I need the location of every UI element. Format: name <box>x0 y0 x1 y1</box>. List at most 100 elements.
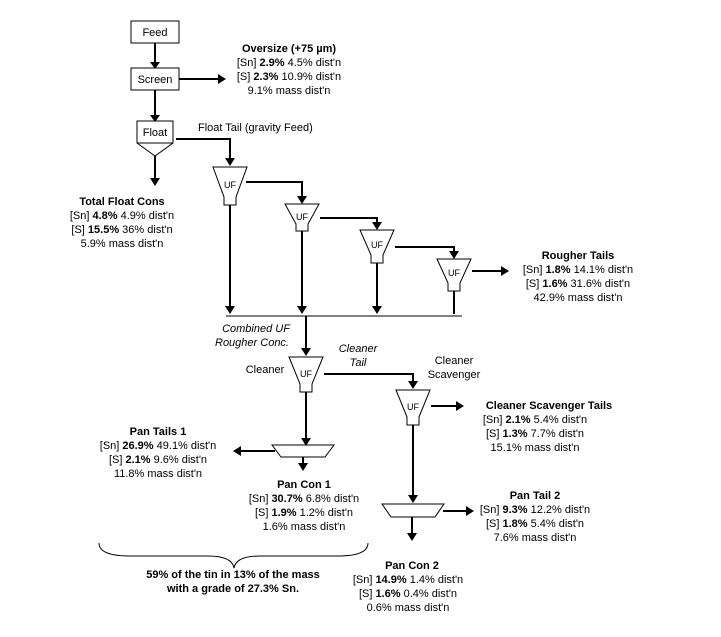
summary-line-1: 59% of the tin in 13% of the mass <box>146 569 320 581</box>
uf-4-label: UF <box>448 268 460 278</box>
pan-2 <box>381 503 445 518</box>
uf-cleaner-label: UF <box>300 369 312 379</box>
arrow-uf1-uf2 <box>297 196 307 204</box>
stream-rougher-tails: Rougher Tails [Sn] 1.8% 14.1% dist'n [S]… <box>523 250 633 304</box>
float-cell: Float <box>136 120 174 157</box>
uf-unit-4: UF <box>436 258 472 292</box>
mass-line: 7.6% mass dist'n <box>494 532 577 544</box>
s-line: [S] 1.8% 5.4% dist'n <box>486 518 584 530</box>
screen-label: Screen <box>138 74 173 86</box>
stream-title: Rougher Tails <box>542 250 615 262</box>
line-uf3-uf4 <box>395 246 455 251</box>
stream-pan-tail-2: Pan Tail 2 [Sn] 9.3% 12.2% dist'n [S] 1.… <box>480 490 590 544</box>
s-line: [S] 1.6% 31.6% dist'n <box>526 278 630 290</box>
cleaner-label: Cleaner <box>246 364 285 376</box>
cleaner-scav-label-1: Cleaner <box>435 355 474 367</box>
stream-title: Pan Con 1 <box>277 479 331 491</box>
arrow-uf2-under <box>297 306 307 314</box>
mass-line: 1.6% mass dist'n <box>263 521 346 533</box>
float-label: Float <box>143 127 167 139</box>
line-uf2-uf3 <box>320 217 378 222</box>
arrow-pan1-tails <box>233 446 241 456</box>
sn-line: [Sn] 2.1% 5.4% dist'n <box>483 414 587 426</box>
uf-unit-3: UF <box>359 229 395 264</box>
sn-line: [Sn] 14.9% 1.4% dist'n <box>353 574 463 586</box>
combined-label-1: Combined UF <box>222 323 291 335</box>
line-cleaner-tail <box>324 373 414 381</box>
arrow-cleaner-tail <box>408 381 418 389</box>
arrow-float-tail <box>225 158 235 166</box>
stream-pan-con-1: Pan Con 1 [Sn] 30.7% 6.8% dist'n [S] 1.9… <box>249 479 359 533</box>
flow-lines <box>150 43 509 541</box>
s-line: [S] 1.6% 0.4% dist'n <box>359 588 457 600</box>
uf-3-label: UF <box>371 240 383 250</box>
arrow-uf3-uf4 <box>449 251 459 259</box>
float-tail-label: Float Tail (gravity Feed) <box>198 122 313 134</box>
summary-brace <box>98 542 369 569</box>
s-line: [S] 2.1% 9.6% dist'n <box>109 454 207 466</box>
cleaner-tail-label-1: Cleaner <box>339 343 379 355</box>
uf-scav-label: UF <box>407 402 419 412</box>
sn-line: [Sn] 30.7% 6.8% dist'n <box>249 493 359 505</box>
combined-label-2: Rougher Conc. <box>215 337 289 349</box>
stream-title: Pan Tails 1 <box>130 426 187 438</box>
stream-total-float: Total Float Cons [Sn] 4.8% 4.9% dist'n [… <box>70 196 174 250</box>
stream-title: Cleaner Scavenger Tails <box>486 400 612 412</box>
line-float-tail <box>176 138 231 158</box>
stream-oversize: Oversize (+75 µm) [Sn] 2.9% 4.5% dist'n … <box>237 43 341 97</box>
stream-title: Pan Tail 2 <box>510 490 561 502</box>
stream-title: Oversize (+75 µm) <box>242 43 336 55</box>
feed-box: Feed <box>130 20 180 44</box>
arrow-uf1-under <box>225 306 235 314</box>
arrow-screen-oversize <box>218 74 226 84</box>
s-line: [S] 15.5% 36% dist'n <box>71 224 172 236</box>
sn-line: [Sn] 1.8% 14.1% dist'n <box>523 264 633 276</box>
sn-line: [Sn] 4.8% 4.9% dist'n <box>70 210 174 222</box>
arrow-uf4-tails <box>501 266 509 276</box>
uf-cleaner: UF <box>288 356 324 393</box>
arrow-uf3-under <box>372 306 382 314</box>
stream-cleaner-scavenger-tails: Cleaner Scavenger Tails [Sn] 2.1% 5.4% d… <box>483 400 612 454</box>
mass-line: 5.9% mass dist'n <box>81 238 164 250</box>
cleaner-tail-label-2: Tail <box>350 357 367 369</box>
stream-pan-con-2: Pan Con 2 [Sn] 14.9% 1.4% dist'n [S] 1.6… <box>353 560 463 614</box>
arrow-combined-cleaner <box>301 348 311 356</box>
mass-line: 0.6% mass dist'n <box>367 602 450 614</box>
pan-1 <box>271 444 335 458</box>
cleaner-scav-label-2: Scavenger <box>428 369 481 381</box>
mass-line: 15.1% mass dist'n <box>491 442 580 454</box>
mass-line: 11.8% mass dist'n <box>114 468 202 480</box>
s-line: [S] 2.3% 10.9% dist'n <box>237 71 341 83</box>
arrow-pan2-tail <box>466 506 474 516</box>
mass-line: 42.9% mass dist'n <box>534 292 623 304</box>
arrow-pan1-con <box>298 463 308 471</box>
screen-box: Screen <box>130 67 180 91</box>
arrow-scav-tails <box>456 401 464 411</box>
s-line: [S] 1.9% 1.2% dist'n <box>255 507 353 519</box>
uf-unit-2: UF <box>284 203 320 232</box>
arrow-screen-float <box>150 115 160 122</box>
line-uf1-uf2 <box>246 181 303 196</box>
sn-line: [Sn] 9.3% 12.2% dist'n <box>480 504 590 516</box>
arrow-feed-screen <box>150 62 160 69</box>
summary-text: 59% of the tin in 13% of the mass with a… <box>146 569 320 595</box>
uf-unit-1: UF <box>212 166 248 206</box>
arrow-pan2-con <box>407 533 417 541</box>
uf-1-label: UF <box>224 180 236 190</box>
stream-title: Total Float Cons <box>79 196 164 208</box>
uf-2-label: UF <box>296 212 308 222</box>
arrow-uf2-uf3 <box>372 222 382 230</box>
arrow-scav-pan2 <box>408 495 418 503</box>
stream-title: Pan Con 2 <box>385 560 439 572</box>
mass-line: 9.1% mass dist'n <box>248 85 331 97</box>
uf-cleaner-scavenger: UF <box>395 389 431 426</box>
s-line: [S] 1.3% 7.7% dist'n <box>486 428 584 440</box>
stream-pan-tails-1: Pan Tails 1 [Sn] 26.9% 49.1% dist'n [S] … <box>100 426 216 480</box>
sn-line: [Sn] 26.9% 49.1% dist'n <box>100 440 216 452</box>
arrow-float-cons <box>150 178 160 186</box>
arrow-cleaner-pan1 <box>301 438 311 446</box>
feed-label: Feed <box>142 27 167 39</box>
summary-line-2: with a grade of 27.3% Sn. <box>166 583 299 595</box>
sn-line: [Sn] 2.9% 4.5% dist'n <box>237 57 341 69</box>
